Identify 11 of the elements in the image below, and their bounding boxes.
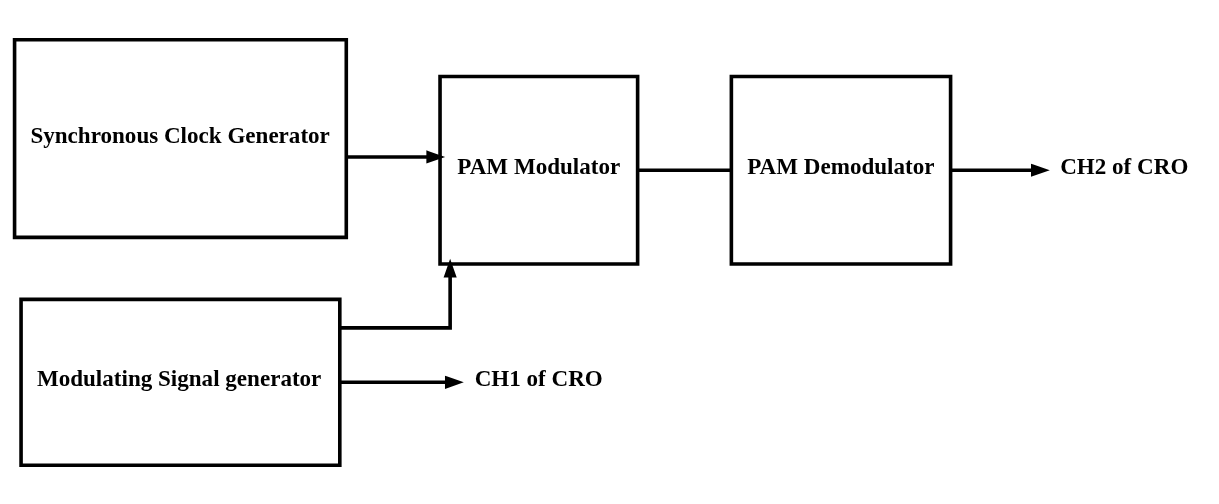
- arrow: [950, 163, 1050, 177]
- node-box: Synchronous Clock Generator: [12, 37, 349, 239]
- node-box: Modulating Signal generator: [19, 297, 342, 467]
- arrow: [340, 258, 457, 330]
- node-box: PAM Demodulator: [729, 74, 953, 266]
- arrow: [346, 149, 446, 164]
- node-box: PAM Modulator: [438, 74, 640, 266]
- arrow: [340, 375, 464, 389]
- connector: [637, 168, 731, 172]
- node-text: CH1 of CRO: [474, 364, 603, 391]
- node-text: CH2 of CRO: [1060, 152, 1189, 179]
